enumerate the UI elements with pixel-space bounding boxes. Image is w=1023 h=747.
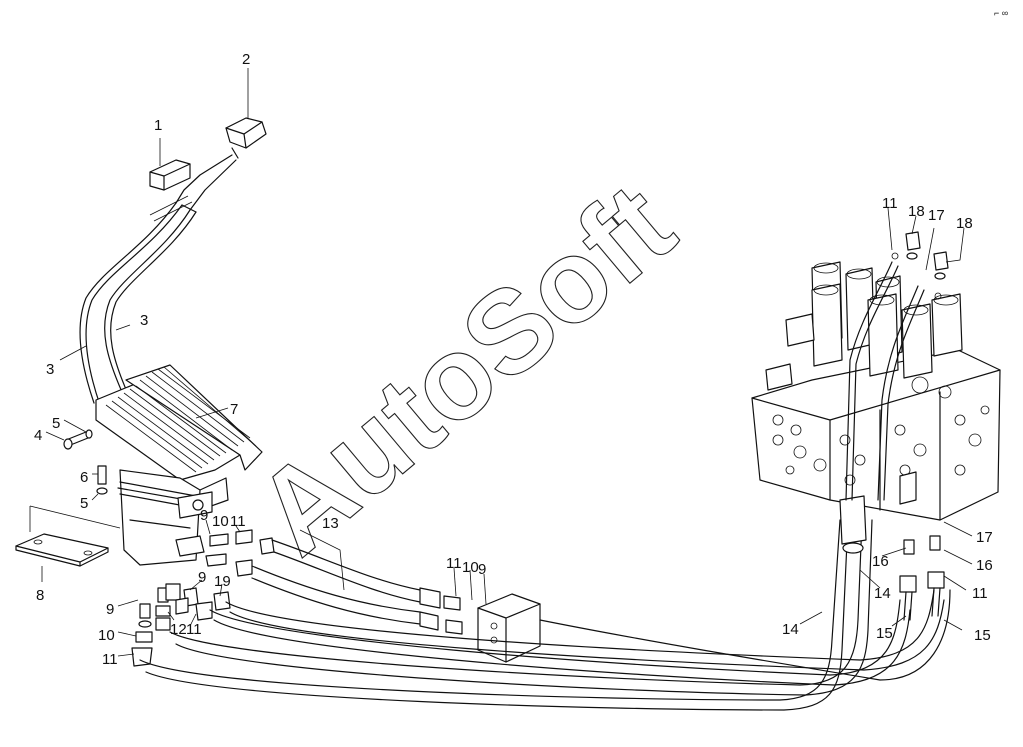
callout-14b: 14 — [874, 585, 891, 602]
callout-8: 8 — [36, 587, 44, 604]
callout-7: 7 — [230, 401, 238, 418]
bolt-6 — [96, 465, 108, 495]
callout-3a: 3 — [140, 312, 148, 329]
callout-17a: 17 — [928, 207, 945, 224]
callout-11a: 11 — [230, 513, 246, 530]
callout-labels: 1 2 3 3 4 5 5 6 7 8 9 10 11 13 11 10 9 9… — [34, 51, 993, 668]
watermark: AutoSoft — [232, 159, 698, 580]
main-control-valve — [751, 261, 1001, 554]
callout-18a: 18 — [908, 203, 925, 220]
callout-5a: 5 — [52, 415, 60, 432]
callout-6: 6 — [80, 469, 88, 486]
callout-17b: 17 — [976, 529, 993, 546]
leader-lines — [41, 68, 973, 657]
callout-10a: 10 — [212, 513, 229, 530]
valve-fittings-bottom — [899, 535, 945, 621]
callout-2: 2 — [242, 51, 250, 68]
callout-10b: 10 — [462, 559, 479, 576]
callout-15a: 15 — [876, 625, 893, 642]
corner-mark: ⌐ ∞ — [994, 8, 1008, 18]
callout-5b: 5 — [80, 495, 88, 512]
callout-18b: 18 — [956, 215, 973, 232]
bracket-8 — [15, 505, 121, 567]
callout-16a: 16 — [872, 553, 889, 570]
callout-15b: 15 — [974, 627, 991, 644]
callout-1: 1 — [154, 117, 162, 134]
handle-cap-1 — [149, 159, 191, 191]
callout-11e: 11 — [882, 195, 898, 212]
callout-3b: 3 — [46, 361, 54, 378]
bolt-4 — [63, 429, 93, 450]
callout-10c: 10 — [98, 627, 115, 644]
callout-9b: 9 — [478, 561, 486, 578]
callout-11f: 11 — [972, 585, 988, 602]
callout-13: 13 — [322, 515, 339, 532]
fittings-pedal — [131, 529, 275, 667]
callout-9c: 9 — [198, 569, 206, 586]
callout-9a: 9 — [200, 507, 208, 524]
callout-11d: 11 — [186, 621, 202, 638]
long-hoses — [139, 519, 951, 711]
control-cable-3 — [79, 154, 237, 406]
callout-14a: 14 — [782, 621, 799, 638]
handle-cap-2 — [225, 117, 267, 159]
callout-16b: 16 — [976, 557, 993, 574]
valve-fittings-top — [845, 231, 949, 501]
callout-4: 4 — [34, 427, 42, 444]
callout-11c: 11 — [102, 651, 118, 668]
callout-11b: 11 — [446, 555, 462, 572]
hose-13 — [251, 539, 463, 635]
callout-19: 19 — [214, 573, 231, 590]
callout-12: 12 — [170, 621, 187, 638]
callout-9d: 9 — [106, 601, 114, 618]
pedal-valve — [95, 364, 263, 566]
